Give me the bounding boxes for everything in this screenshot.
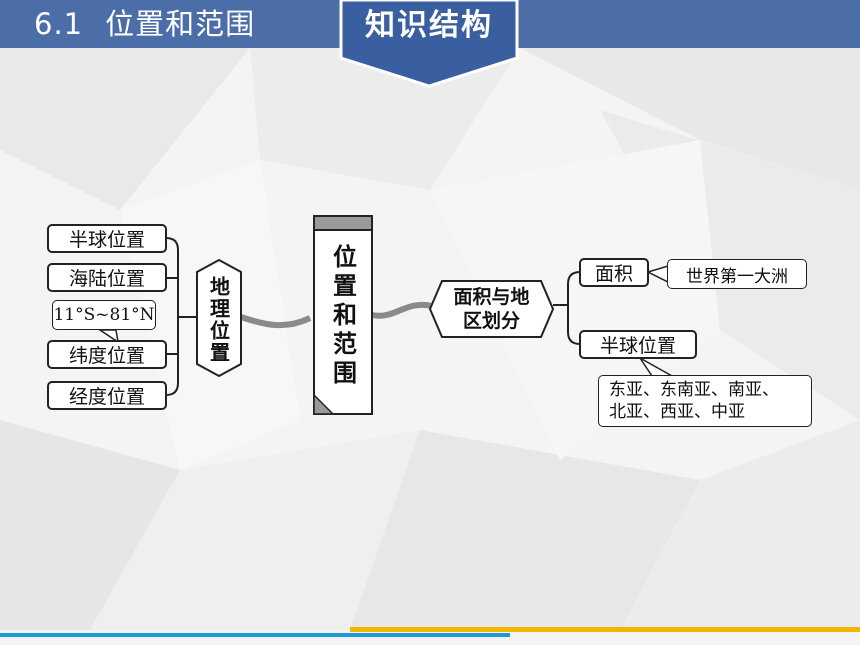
hemisphere-position-box: 半球位置 (47, 224, 167, 253)
tab-shape (339, 0, 519, 88)
bottom-bar-yellow (350, 627, 860, 632)
latitude-position-box: 纬度位置 (47, 340, 167, 369)
area-division-shape (428, 280, 555, 338)
geo-position-label: 地理位置 (206, 276, 231, 364)
land-sea-position-box: 海陆位置 (47, 263, 167, 292)
latitude-range-callout: 11°S~81°N (52, 300, 156, 330)
center-scroll-title: 位置和范围 (328, 243, 358, 389)
largest-continent-callout: 世界第一大洲 (667, 259, 807, 289)
area-box: 面积 (579, 258, 649, 287)
hemisphere-position-right-box: 半球位置 (579, 330, 697, 359)
geo-position-shape (196, 258, 242, 378)
regions-line-1: 东亚、东南亚、南亚、 (609, 380, 779, 400)
area-division-label: 面积与地 区划分 (432, 282, 551, 336)
section-number: 6.1 (34, 7, 84, 41)
section-title-text: 位置和范围 (105, 7, 256, 41)
bottom-bar-blue (0, 633, 510, 637)
tab-label: 知识结构 (365, 8, 493, 43)
center-scroll-shape (313, 215, 373, 415)
area-division-line-1: 面积与地 (453, 286, 530, 308)
regions-line-2: 北亚、西亚、中亚 (609, 402, 745, 422)
knowledge-structure-tab: 知识结构 (339, 0, 519, 88)
section-title: 6.1 位置和范围 (34, 4, 255, 44)
longitude-position-box: 经度位置 (47, 381, 167, 410)
regions-callout: 东亚、东南亚、南亚、 北亚、西亚、中亚 (598, 375, 812, 427)
area-division-line-2: 区划分 (462, 310, 520, 332)
